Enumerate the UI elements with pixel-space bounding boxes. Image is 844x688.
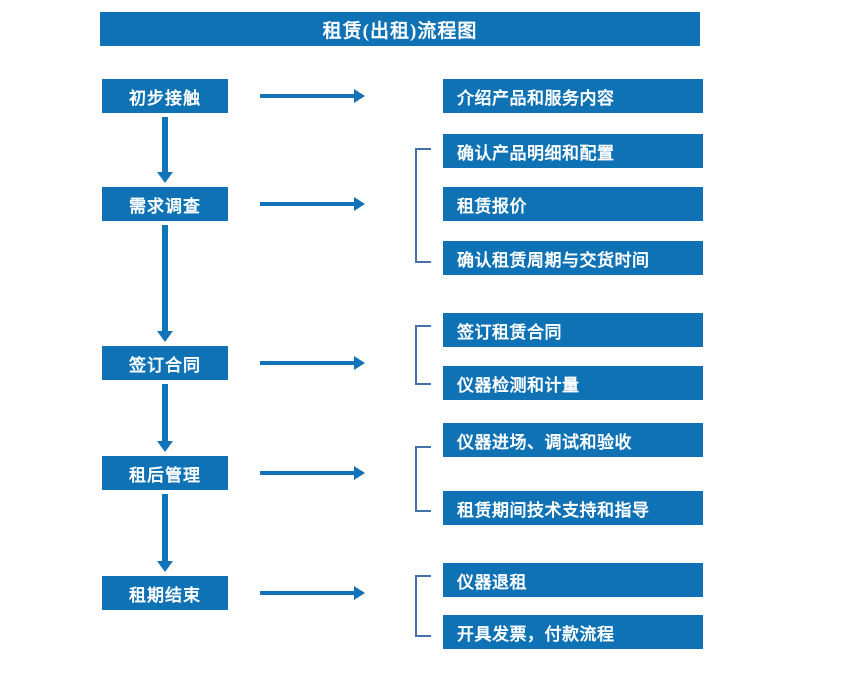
- detail-box-4[interactable]: 确认租赁周期与交货时间: [443, 241, 703, 275]
- detail-box-1[interactable]: 介绍产品和服务内容: [443, 79, 703, 113]
- stage-box-3[interactable]: 签订合同: [102, 346, 228, 380]
- horizontal-arrow-4: [260, 466, 365, 480]
- detail-box-10[interactable]: 开具发票，付款流程: [443, 615, 703, 649]
- vertical-arrow-2-to-3: [157, 225, 173, 342]
- detail-box-6[interactable]: 仪器检测和计量: [443, 366, 703, 400]
- stage-box-5[interactable]: 租期结束: [102, 576, 228, 610]
- horizontal-arrow-5: [260, 586, 365, 600]
- group-bracket-3: [415, 446, 431, 512]
- stage-box-2[interactable]: 需求调查: [102, 187, 228, 221]
- page-title: 租赁(出租)流程图: [100, 12, 700, 46]
- group-bracket-2: [415, 325, 431, 385]
- group-bracket-1: [415, 148, 431, 263]
- horizontal-arrow-3: [260, 356, 365, 370]
- vertical-arrow-4-to-5: [157, 494, 173, 572]
- stage-box-1[interactable]: 初步接触: [102, 79, 228, 113]
- detail-box-3[interactable]: 租赁报价: [443, 187, 703, 221]
- detail-box-7[interactable]: 仪器进场、调试和验收: [443, 423, 703, 457]
- horizontal-arrow-1: [260, 89, 365, 103]
- vertical-arrow-3-to-4: [157, 384, 173, 452]
- detail-box-5[interactable]: 签订租赁合同: [443, 313, 703, 347]
- vertical-arrow-1-to-2: [157, 117, 173, 183]
- detail-box-2[interactable]: 确认产品明细和配置: [443, 134, 703, 168]
- detail-box-9[interactable]: 仪器退租: [443, 563, 703, 597]
- horizontal-arrow-2: [260, 197, 365, 211]
- detail-box-8[interactable]: 租赁期间技术支持和指导: [443, 491, 703, 525]
- group-bracket-4: [415, 575, 431, 637]
- stage-box-4[interactable]: 租后管理: [102, 456, 228, 490]
